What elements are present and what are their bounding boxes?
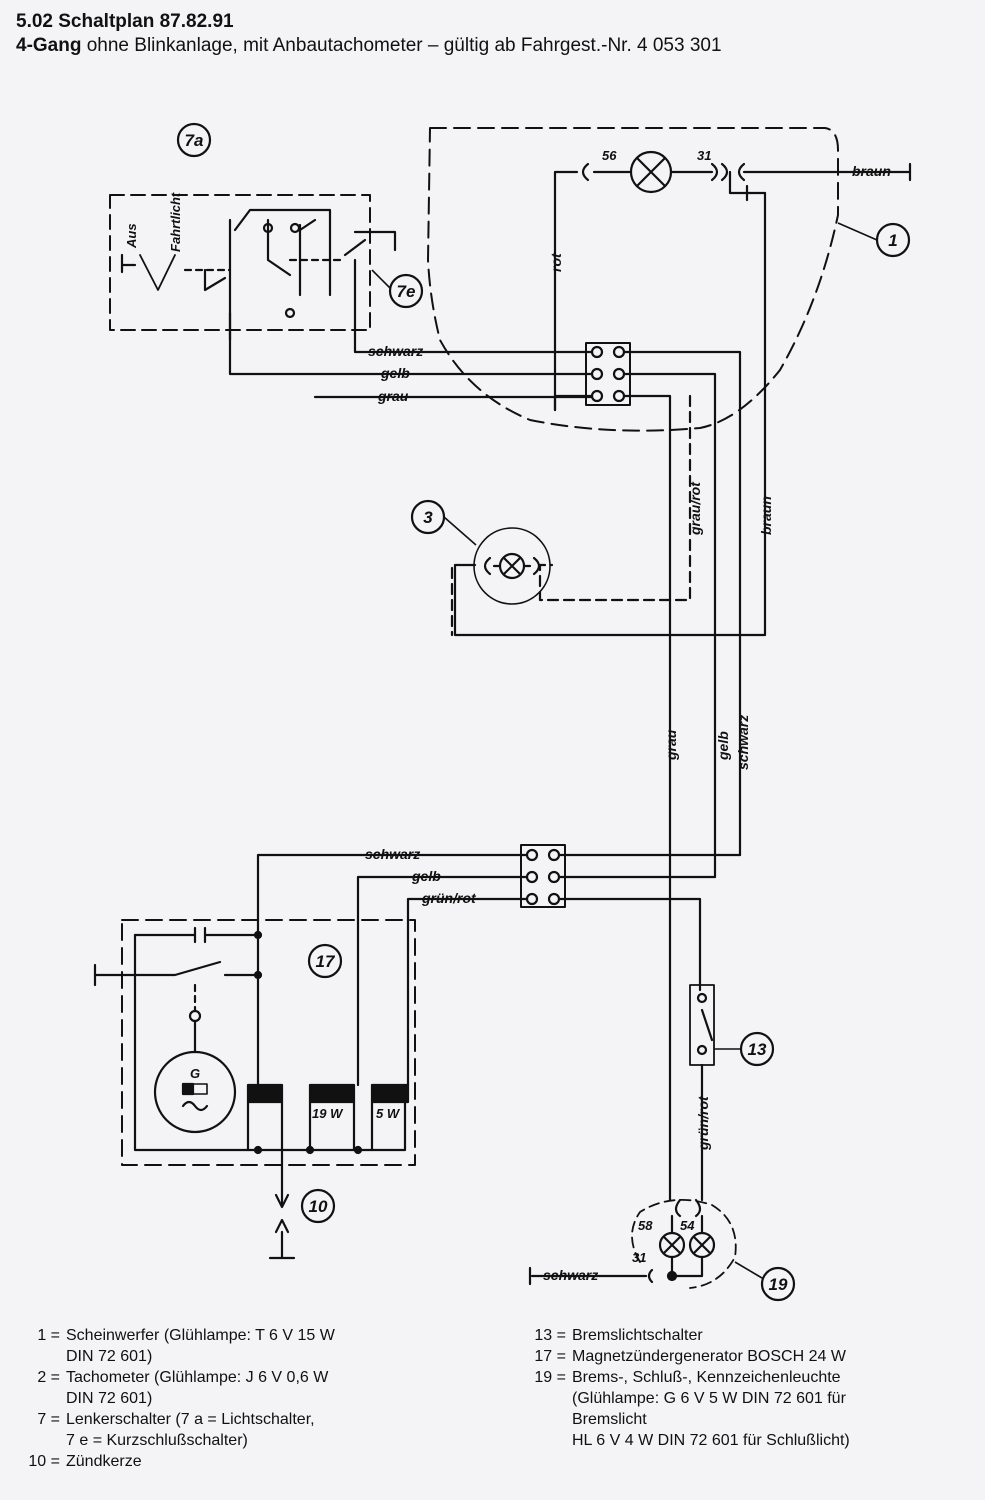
callout-13: 13 (748, 1040, 767, 1059)
wire-label-schwarz-vertical: schwarz (735, 715, 751, 770)
legend-number: 2 = (37, 1369, 60, 1386)
tail-lamp-bulb-54 (688, 1231, 716, 1259)
callout-10: 10 (309, 1197, 328, 1216)
handlebar-switch-housing (109, 194, 371, 331)
headlamp-housing-outline (427, 127, 839, 432)
legend-text: Brems-, Schluß-, Kennzeichenleuchte (Glü… (572, 1369, 850, 1449)
callout-19: 19 (769, 1275, 788, 1294)
switch-label-fahrtlicht: Fahrtlicht (168, 192, 183, 252)
legend-number: 1 = (37, 1327, 60, 1344)
callout-circle-7e (388, 273, 424, 309)
subtitle-rest: ohne Blinkanlage, mit Anbautachometer – … (81, 35, 722, 56)
headlamp-bulb (629, 150, 673, 194)
legend-item: 1 = Scheinwerfer (Glühlampe: T 6 V 15 W D… (14, 1325, 474, 1367)
wire-label-braun-top: braun (852, 163, 891, 179)
legend-right: 13 = Bremslichtschalter 17 = Magnetzünderg… (520, 1325, 980, 1451)
callout-circle-10 (300, 1188, 336, 1224)
terminal-31-bottom: 31 (632, 1250, 646, 1265)
wire-label-braun-vertical: braun (758, 496, 774, 535)
wire-label-schwarz-lower: schwarz (365, 846, 420, 862)
wire-label-gruen-rot-vertical: grün/rot (695, 1095, 711, 1151)
wire-label-schwarz-bottom: schwarz (543, 1267, 598, 1283)
legend-left: 1 = Scheinwerfer (Glühlampe: T 6 V 15 W D… (14, 1325, 474, 1472)
callout-circle-7a (176, 122, 212, 158)
legend-item: 17 = Magnetzündergenerator BOSCH 24 W (520, 1346, 980, 1367)
ignition-coil (246, 1083, 284, 1104)
legend-item: 10 = Zündkerze (14, 1451, 474, 1472)
generator-label: G (190, 1066, 200, 1081)
wire-label-grau-upper: grau (377, 388, 409, 404)
terminal-56: 56 (602, 148, 617, 163)
legend-item: 2 = Tachometer (Glühlampe: J 6 V 0,6 W DI… (14, 1367, 474, 1409)
callout-circle-19 (760, 1266, 796, 1302)
wire-grau-rot (538, 394, 692, 602)
subtitle-bold: 4-Gang (16, 35, 82, 56)
wire-label-gelb-upper: gelb (380, 365, 410, 381)
terminal-58: 58 (638, 1218, 653, 1233)
page-title: 5.02 Schaltplan 87.82.91 (16, 11, 234, 32)
legend-text: Magnetzündergenerator BOSCH 24 W (572, 1348, 846, 1365)
legend-text: Scheinwerfer (Glühlampe: T 6 V 15 W DIN … (66, 1327, 335, 1365)
callout-circle-17 (307, 943, 343, 979)
coil-5w (370, 1083, 410, 1104)
brake-light-switch (689, 984, 715, 1066)
legend-item: 19 = Brems-, Schluß-, Kennzeichenleuchte … (520, 1367, 980, 1451)
wire-rot-top (553, 170, 579, 412)
wire-gelb-lower (356, 875, 529, 1087)
wire-schwarz-upper (353, 311, 594, 354)
legend-number: 13 = (534, 1327, 566, 1344)
terminal-31-top: 31 (697, 148, 711, 163)
generator-housing (121, 919, 416, 1166)
speedometer (473, 527, 551, 605)
callout-1: 1 (888, 231, 897, 250)
legend-text: Lenkerschalter (7 a = Lichtschalter, 7 e… (66, 1411, 315, 1449)
legend-text: Bremslichtschalter (572, 1327, 703, 1344)
legend-item: 13 = Bremslichtschalter (520, 1325, 980, 1346)
legend-number: 10 = (28, 1453, 60, 1470)
wiring-diagram: 1 3 7a 7e 10 13 17 19 braun rot schwarz … (93, 122, 912, 1302)
page-subtitle: 4-Gang ohne Blinkanlage, mit Anbautachom… (16, 34, 722, 58)
wire-label-grau-rot: grau/rot (687, 481, 703, 536)
coil-19w (308, 1083, 356, 1104)
title-block: 5.02 Schaltplan 87.82.91 4-Gang ohne Bli… (16, 10, 722, 58)
callout-7a: 7a (185, 131, 204, 150)
wire-label-gruen-rot-lower: grün/rot (421, 890, 477, 906)
tail-lamp-housing (631, 1199, 737, 1289)
terminal-54: 54 (680, 1218, 695, 1233)
callout-17: 17 (316, 952, 336, 971)
switch-label-aus: Aus (124, 223, 139, 249)
coil-label-19w: 19 W (312, 1106, 344, 1121)
wire-gruen-rot-lower (406, 897, 529, 1087)
callout-7e: 7e (397, 282, 416, 301)
wire-label-gelb-vertical: gelb (715, 731, 731, 761)
wire-label-gelb-lower: gelb (411, 868, 441, 884)
legend-number: 19 = (534, 1369, 566, 1386)
wire-braun-vertical (453, 191, 767, 637)
generator-symbol (153, 1050, 237, 1134)
spark-plug (268, 1148, 296, 1260)
callout-3: 3 (423, 508, 433, 527)
legend-number: 17 = (534, 1348, 566, 1365)
legend-text: Zündkerze (66, 1453, 142, 1470)
coil-label-5w: 5 W (376, 1106, 401, 1121)
wire-label-schwarz-upper: schwarz (368, 343, 423, 359)
legend-text: Tachometer (Glühlampe: J 6 V 0,6 W DIN 7… (66, 1369, 329, 1407)
wire-schwarz-lower (256, 853, 529, 1092)
legend-number: 7 = (37, 1411, 60, 1428)
legend-item: 7 = Lenkerschalter (7 a = Lichtschalter, … (14, 1409, 474, 1451)
wire-label-rot: rot (548, 252, 564, 272)
tail-lamp-bulb-58 (658, 1231, 686, 1259)
wire-label-grau-vertical: grau (663, 729, 679, 761)
